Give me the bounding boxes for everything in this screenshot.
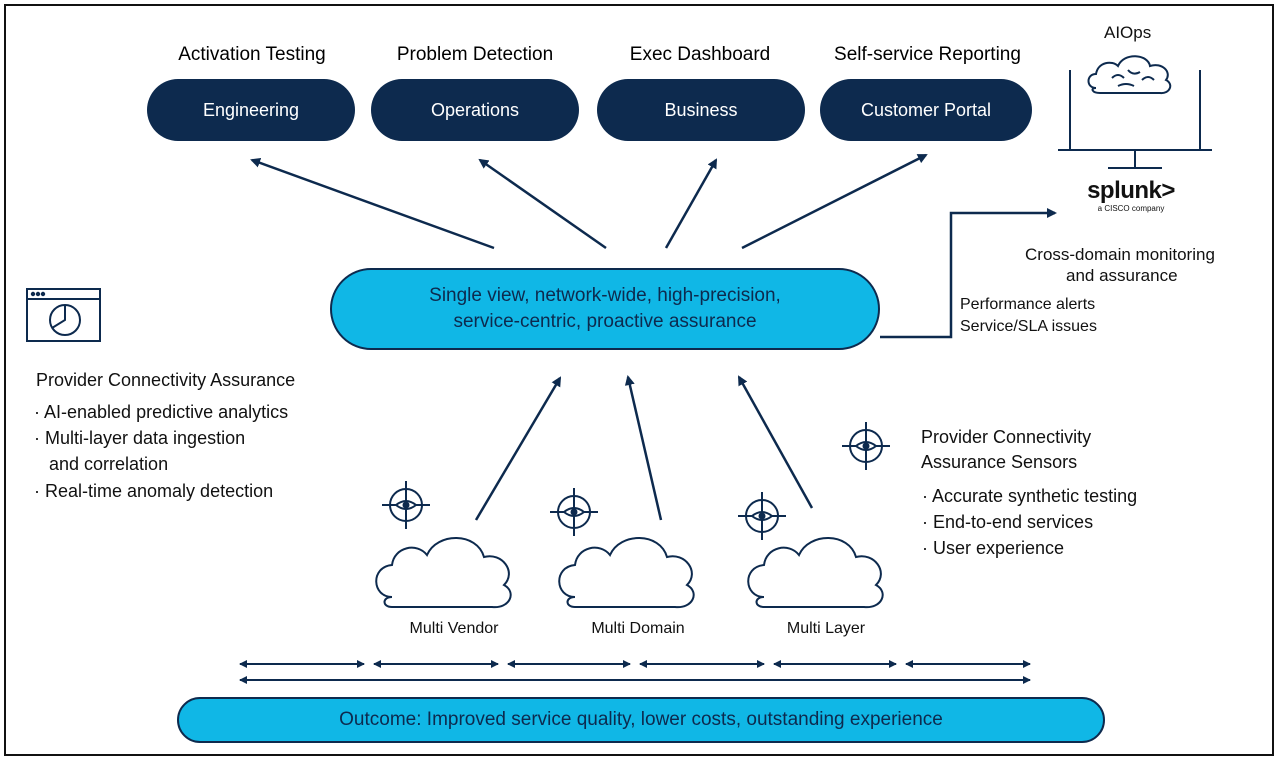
pca-bullet-2: · Multi-layer data ingestion [34,428,246,448]
use-problem-detection: Problem Detection [396,44,554,65]
cloud-icon-multi-vendor [375,536,512,609]
aiops-caption-line1: Cross-domain monitoring [1025,245,1215,264]
pca-bullet-2b: and correlation [34,454,169,474]
sensor-icon-vendor [381,480,431,530]
cloud-label-multi-vendor: Multi Vendor [409,620,499,637]
pca-bullet-1: · AI-enabled predictive analytics [34,402,289,422]
aiops-monitor-icon [1058,55,1212,169]
pill-customer-portal: Customer Portal [820,79,1032,141]
cloud-label-multi-layer: Multi Layer [786,620,866,637]
central-line1: Single view, network-wide, high-precisio… [429,285,781,306]
use-self-service-reporting: Self-service Reporting [834,44,1021,65]
outcome-pill: Outcome: Improved service quality, lower… [177,697,1105,743]
alerts-line2: Service/SLA issues [960,318,1097,335]
pill-business: Business [597,79,805,141]
diagram-frame [4,4,1274,756]
sensor-icon-domain [549,487,599,537]
arrows-from-clouds [474,375,814,521]
aiops-title: AIOps [1104,23,1152,42]
central-assurance-pill: Single view, network-wide, high-precisio… [330,268,880,350]
sensor-icon-legend [841,421,891,471]
bidirectional-arrows [239,660,1031,684]
pill-operations: Operations [371,79,579,141]
pca-title: Provider Connectivity Assurance [36,370,296,390]
use-activation-testing: Activation Testing [178,44,326,65]
sensors-bullet-3: · User experience [922,538,1065,558]
pill-engineering: Engineering [147,79,355,141]
cloud-icon-multi-domain [558,536,695,609]
sensors-title-line1: Provider Connectivity [921,427,1092,447]
sensors-bullet-1: · Accurate synthetic testing [922,486,1138,506]
aiops-caption-line2: and assurance [1066,266,1178,285]
splunk-logo: splunk> a CISCO company [1087,177,1175,214]
sensors-title-line2: Assurance Sensors [921,452,1078,472]
arrow-to-aiops [880,208,1057,339]
pca-bullet-3: · Real-time anomaly detection [34,481,274,501]
cloud-label-multi-domain: Multi Domain [591,620,685,637]
sensor-icon-layer [737,491,787,541]
sensors-bullet-2: · End-to-end services [922,512,1094,532]
arrows-to-consumers [250,153,928,250]
cloud-icon-multi-layer [747,536,884,609]
use-exec-dashboard: Exec Dashboard [629,44,771,65]
central-line2: service-centric, proactive assurance [453,311,757,332]
alerts-line1: Performance alerts [960,296,1096,313]
dashboard-window-icon [26,288,101,342]
